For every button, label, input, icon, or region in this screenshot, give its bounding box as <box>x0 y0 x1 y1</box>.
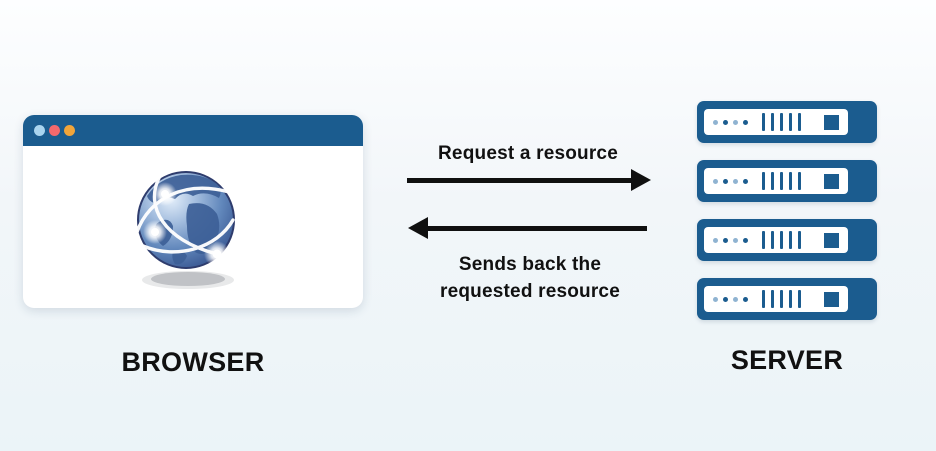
browser-titlebar <box>23 115 363 146</box>
server-vent-slits <box>762 113 801 131</box>
led-dot-icon <box>733 178 738 184</box>
request-flow-label: Request a resource <box>438 143 618 164</box>
led-dot-icon <box>723 237 728 243</box>
vent-slit-icon <box>798 172 801 190</box>
led-dot-icon <box>743 237 748 243</box>
vent-slit-icon <box>771 231 774 249</box>
led-dot-icon <box>713 178 718 184</box>
led-dot-icon <box>733 296 738 302</box>
vent-slit-icon <box>771 290 774 308</box>
server-unit <box>697 160 877 202</box>
response-flow-label-line2: requested resource <box>440 281 620 302</box>
request-arrow-icon <box>407 169 651 191</box>
server-unit <box>697 101 877 143</box>
led-dot-icon <box>723 296 728 302</box>
vent-slit-icon <box>780 290 783 308</box>
server-front-panel <box>704 109 848 135</box>
drive-bay-icon <box>824 114 839 130</box>
server-led-dots <box>713 296 748 302</box>
browser-window <box>23 115 363 308</box>
server-led-dots <box>713 237 748 243</box>
vent-slit-icon <box>798 231 801 249</box>
led-dot-icon <box>743 296 748 302</box>
window-dot-blue-icon <box>34 125 45 136</box>
led-dot-icon <box>713 237 718 243</box>
vent-slit-icon <box>789 231 792 249</box>
server-led-dots <box>713 178 748 184</box>
led-dot-icon <box>733 119 738 125</box>
led-dot-icon <box>743 178 748 184</box>
browser-label: BROWSER <box>121 347 265 377</box>
globe-icon <box>135 171 235 289</box>
drive-bay-icon <box>824 173 839 189</box>
vent-slit-icon <box>762 290 765 308</box>
response-flow-label: Sends back the requested resource <box>410 251 650 305</box>
server-front-panel <box>704 227 848 253</box>
led-dot-icon <box>713 119 718 125</box>
vent-slit-icon <box>789 172 792 190</box>
vent-slit-icon <box>780 172 783 190</box>
drive-bay-icon <box>824 291 839 307</box>
server-unit <box>697 278 877 320</box>
window-dot-yellow-icon <box>64 125 75 136</box>
vent-slit-icon <box>771 113 774 131</box>
vent-slit-icon <box>780 231 783 249</box>
drive-bay-icon <box>824 232 839 248</box>
vent-slit-icon <box>798 290 801 308</box>
vent-slit-icon <box>762 113 765 131</box>
server-vent-slits <box>762 290 801 308</box>
led-dot-icon <box>713 296 718 302</box>
server-label: SERVER <box>730 345 844 375</box>
server-vent-slits <box>762 231 801 249</box>
vent-slit-icon <box>798 113 801 131</box>
response-arrow-icon <box>408 217 647 239</box>
led-dot-icon <box>723 119 728 125</box>
response-flow-label-line1: Sends back the <box>458 254 602 275</box>
vent-slit-icon <box>762 231 765 249</box>
server-vent-slits <box>762 172 801 190</box>
vent-slit-icon <box>762 172 765 190</box>
server-stack <box>697 101 877 320</box>
server-front-panel <box>704 168 848 194</box>
led-dot-icon <box>733 237 738 243</box>
window-dot-red-icon <box>49 125 60 136</box>
led-dot-icon <box>723 178 728 184</box>
vent-slit-icon <box>789 113 792 131</box>
vent-slit-icon <box>771 172 774 190</box>
server-unit <box>697 219 877 261</box>
server-led-dots <box>713 119 748 125</box>
vent-slit-icon <box>789 290 792 308</box>
server-front-panel <box>704 286 848 312</box>
led-dot-icon <box>743 119 748 125</box>
vent-slit-icon <box>780 113 783 131</box>
